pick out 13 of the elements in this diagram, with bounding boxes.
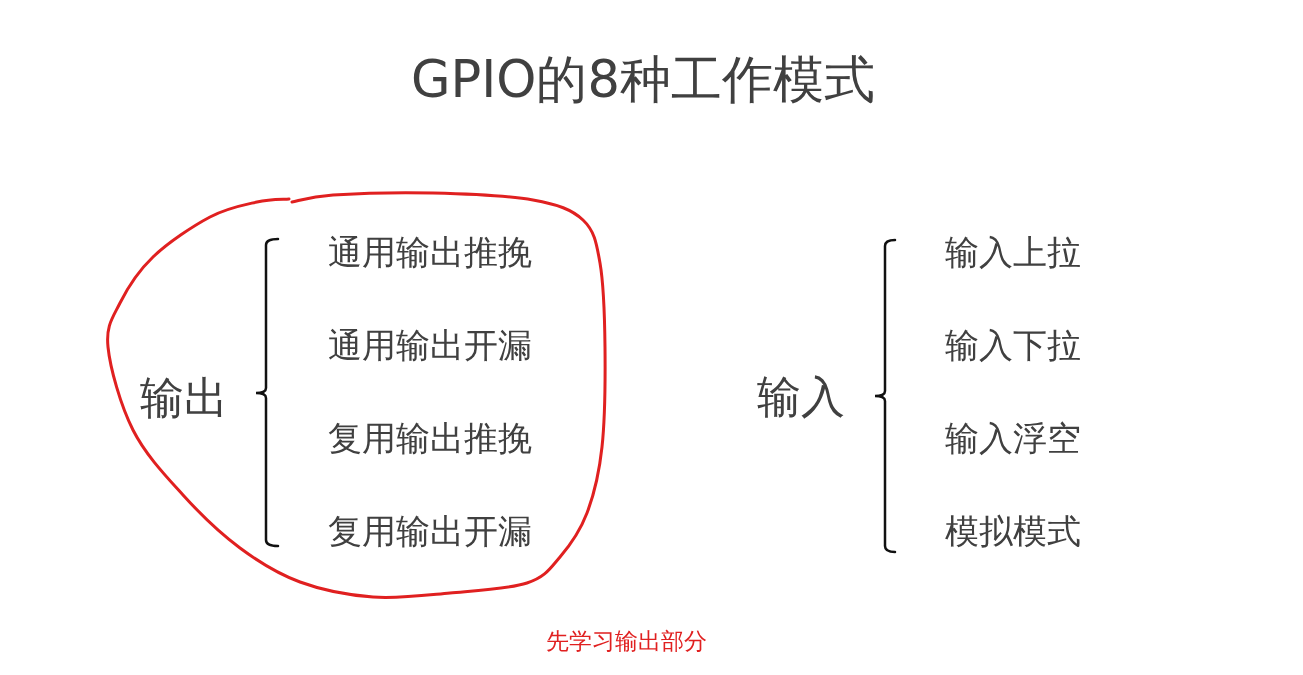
mode-label: 模拟模式 <box>945 512 1081 552</box>
mode-label: 复用输出开漏 <box>328 512 532 552</box>
category-label: 输入 <box>757 371 845 423</box>
mode-label: 输入上拉 <box>945 233 1081 273</box>
mode-label: 输入浮空 <box>945 419 1081 459</box>
mode-label: 通用输出推挽 <box>328 233 532 273</box>
mode-label: 复用输出推挽 <box>328 419 532 459</box>
title: GPIO的8种工作模式 <box>411 50 875 110</box>
category-label: 输出 <box>140 372 228 424</box>
hand-drawn-loop <box>106 191 607 600</box>
mode-label: 输入下拉 <box>945 326 1081 366</box>
mode-label: 通用输出开漏 <box>328 326 532 366</box>
note-text: 先学习输出部分 <box>545 627 707 655</box>
